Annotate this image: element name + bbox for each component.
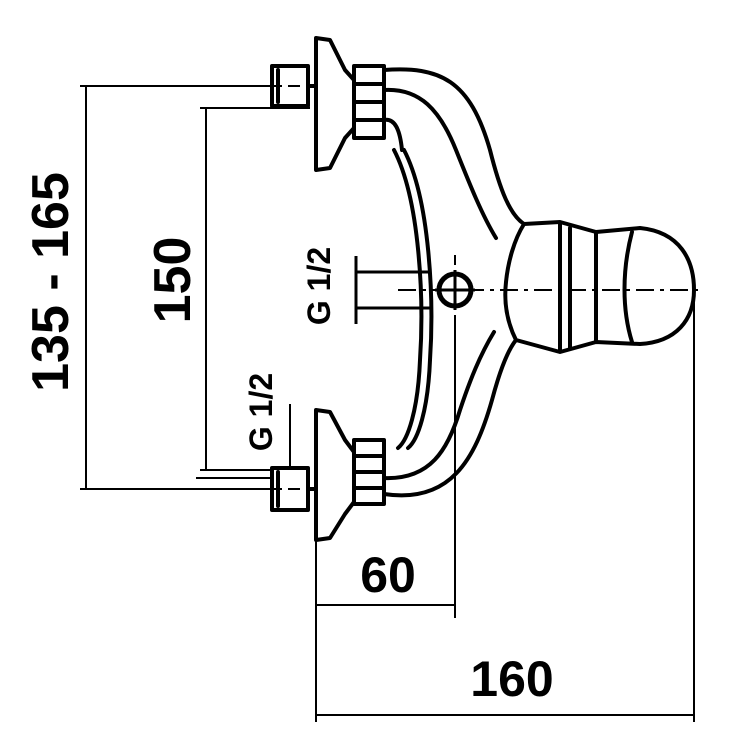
outlet-connection bbox=[435, 270, 475, 310]
dimension-range-height: 135 - 165 bbox=[22, 172, 80, 392]
faucet-body bbox=[270, 36, 696, 542]
dimension-spout-offset: 60 bbox=[360, 547, 416, 603]
dimension-lines bbox=[80, 85, 695, 722]
lower-wall-flange bbox=[314, 408, 356, 542]
thread-label-lower-inlet: G 1/2 bbox=[243, 373, 279, 451]
dimension-total-depth: 160 bbox=[470, 651, 553, 707]
outlet-thread-leader bbox=[354, 256, 430, 324]
lever-housing bbox=[503, 220, 696, 354]
dimension-center-distance: 150 bbox=[144, 237, 202, 324]
thread-label-outlet: G 1/2 bbox=[301, 247, 337, 325]
upper-wall-flange bbox=[314, 36, 356, 172]
